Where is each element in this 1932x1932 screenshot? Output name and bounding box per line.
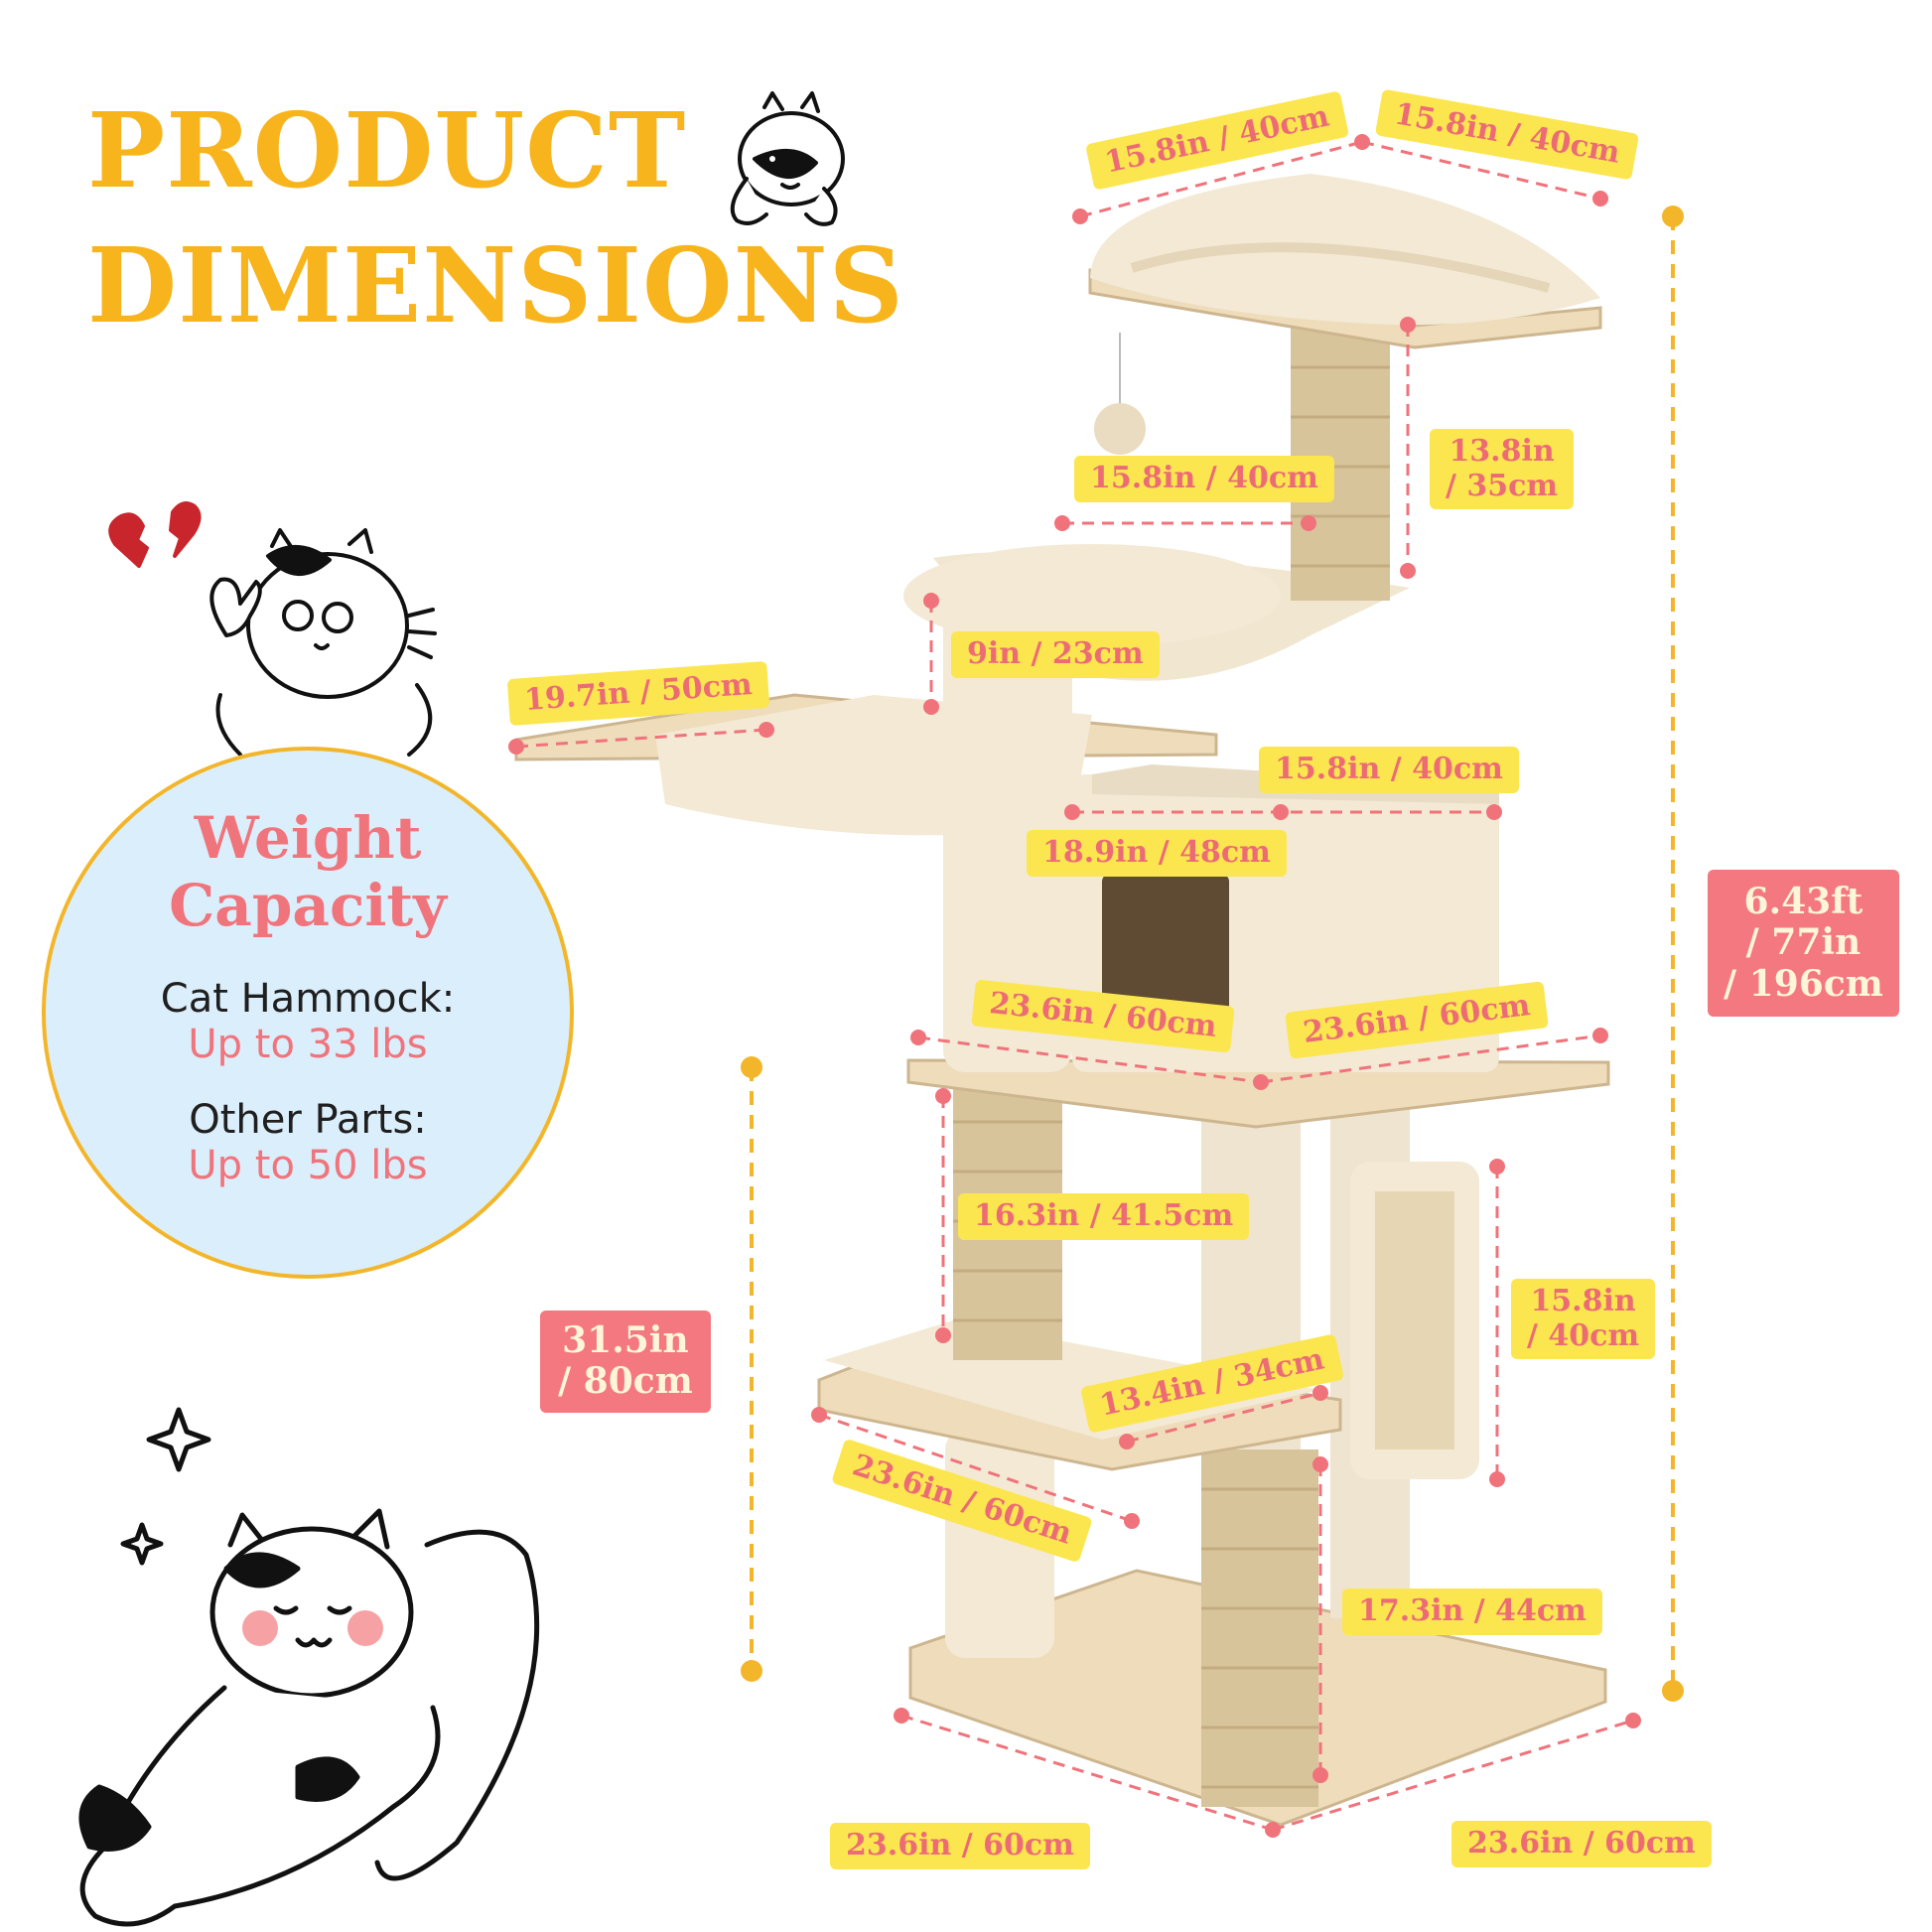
lounging-cat-icon <box>78 1407 540 1927</box>
weight-capacity-badge: Weight Capacity Cat Hammock: Up to 33 lb… <box>42 747 574 1279</box>
dim-base-right: 23.6in / 60cm <box>1451 1821 1712 1867</box>
dim-top-post-height-line1: 13.8in <box>1449 434 1555 469</box>
height-dots <box>741 206 1684 1702</box>
dim-lower-height-line1: 31.5in <box>562 1319 689 1361</box>
weight-capacity-title: Weight Capacity <box>46 804 570 940</box>
dim-scratch-pad: 15.8in / 40cm <box>1511 1279 1656 1359</box>
cat-tree-illustration <box>514 174 1610 1827</box>
peeking-cat-icon <box>730 91 845 226</box>
dim-lower-height-line2: / 80cm <box>558 1360 693 1403</box>
hammock-capacity-value: Up to 33 lbs <box>188 1021 428 1067</box>
dim-hammock-depth: 9in / 23cm <box>951 631 1160 678</box>
dim-total-height: 6.43ft / 77in / 196cm <box>1708 870 1899 1018</box>
dim-base-left: 23.6in / 60cm <box>830 1823 1090 1869</box>
hammock-capacity-label: Cat Hammock: <box>160 975 456 1022</box>
other-parts-capacity-label: Other Parts: <box>189 1096 427 1143</box>
title-product: PRODUCT <box>87 89 687 211</box>
dim-top-post-height-line2: / 35cm <box>1446 468 1559 503</box>
dim-condo-depth: 18.9in / 48cm <box>1027 830 1287 877</box>
dim-total-height-line2: / 77in <box>1745 921 1862 964</box>
title-dimensions: DIMENSIONS <box>87 224 904 346</box>
dimension-lines <box>515 140 1634 1832</box>
weight-capacity-title-line1: Weight <box>194 804 422 872</box>
heartbroken-cat-icon <box>108 501 437 757</box>
weight-capacity-title-line2: Capacity <box>169 872 447 940</box>
dim-hammock-width: 15.8in / 40cm <box>1074 456 1334 502</box>
height-lines <box>750 216 1675 1691</box>
dim-base-post-height: 17.3in / 44cm <box>1342 1588 1602 1635</box>
dim-mid-post-height: 16.3in / 41.5cm <box>958 1193 1250 1240</box>
dim-scratch-pad-line1: 15.8in <box>1530 1284 1636 1318</box>
dim-scratch-pad-line2: / 40cm <box>1527 1317 1640 1353</box>
dim-top-post-height: 13.8in / 35cm <box>1430 429 1575 509</box>
dim-lower-height: 31.5in / 80cm <box>540 1311 711 1413</box>
dim-total-height-line3: / 196cm <box>1724 962 1883 1005</box>
dim-condo-width: 15.8in / 40cm <box>1259 747 1519 793</box>
other-parts-capacity-value: Up to 50 lbs <box>188 1142 428 1188</box>
dim-total-height-line1: 6.43ft <box>1743 881 1863 922</box>
dimension-dots <box>508 134 1641 1838</box>
